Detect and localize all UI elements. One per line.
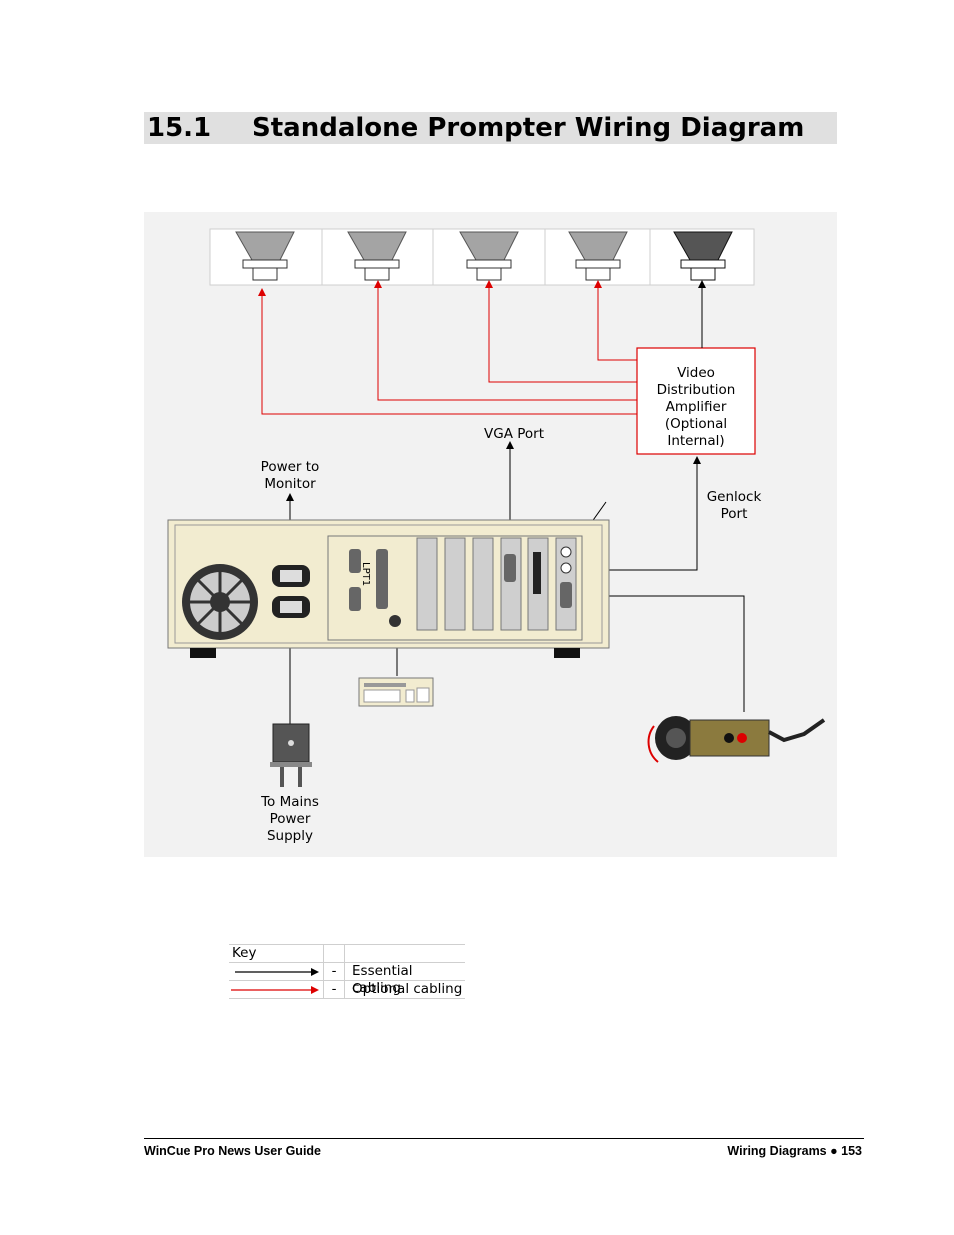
- mains-label: To Mains Power Supply: [250, 794, 330, 845]
- pc-case: [167, 519, 610, 658]
- key-row: - Optional cabling: [229, 981, 465, 999]
- vga-port-label: VGA Port: [484, 426, 544, 442]
- prompter-monitor-icon: [673, 231, 733, 281]
- lpt-label: LPT1: [360, 562, 371, 587]
- monitor-icon: [459, 231, 519, 281]
- vda-label-line: (Optional: [664, 416, 728, 432]
- key-table: Key - Essential cabling - Optional cabli…: [229, 944, 465, 999]
- power-monitor-label: Power to Monitor: [250, 459, 330, 493]
- vda-label-line: Internal): [667, 433, 725, 449]
- key-header-row: Key: [229, 944, 465, 963]
- wiring-diagram-svg: [144, 212, 837, 857]
- red-arrow-icon: [231, 986, 319, 994]
- vda-label-line: Video Distribution: [656, 365, 736, 398]
- power-monitor-line: Power to: [260, 459, 320, 475]
- keyboard-icon: [358, 677, 434, 707]
- mains-line: Power: [269, 811, 311, 827]
- monitor-icon: [235, 231, 295, 281]
- section-heading: 15.1 Standalone Prompter Wiring Diagram: [144, 112, 837, 144]
- hand-controller-icon: [647, 716, 826, 763]
- black-arrow-icon: [235, 968, 319, 976]
- power-monitor-line: Monitor: [264, 476, 316, 492]
- mains-line: Supply: [266, 828, 313, 844]
- key-label: Optional cabling: [352, 981, 463, 997]
- section-number: 15.1: [147, 113, 212, 143]
- section-title: Standalone Prompter Wiring Diagram: [252, 113, 805, 143]
- key-dash: -: [324, 963, 345, 980]
- key-label: Essential cabling: [352, 963, 413, 996]
- footer-right: Wiring Diagrams ● 153: [727, 1144, 862, 1158]
- vda-label: Video Distribution Amplifier (Optional I…: [638, 365, 754, 450]
- genlock-line: Port: [720, 506, 748, 522]
- genlock-line: Genlock: [706, 489, 762, 505]
- genlock-label: Genlock Port: [694, 489, 774, 523]
- vda-label-line: Amplifier: [665, 399, 727, 415]
- optional-cables: [258, 280, 637, 415]
- mains-line: To Mains: [261, 794, 319, 810]
- fan-icon: [182, 564, 258, 640]
- key-title: Key: [232, 945, 257, 961]
- wiring-diagram: Video Distribution Amplifier (Optional I…: [144, 212, 837, 857]
- mains-plug-icon: [270, 723, 312, 787]
- key-row: - Essential cabling: [229, 963, 465, 996]
- monitor-icon: [568, 231, 628, 281]
- footer-left: WinCue Pro News User Guide: [144, 1144, 322, 1158]
- key-dash: -: [324, 981, 345, 998]
- footer-rule: [144, 1138, 864, 1139]
- vda-box: [636, 347, 756, 455]
